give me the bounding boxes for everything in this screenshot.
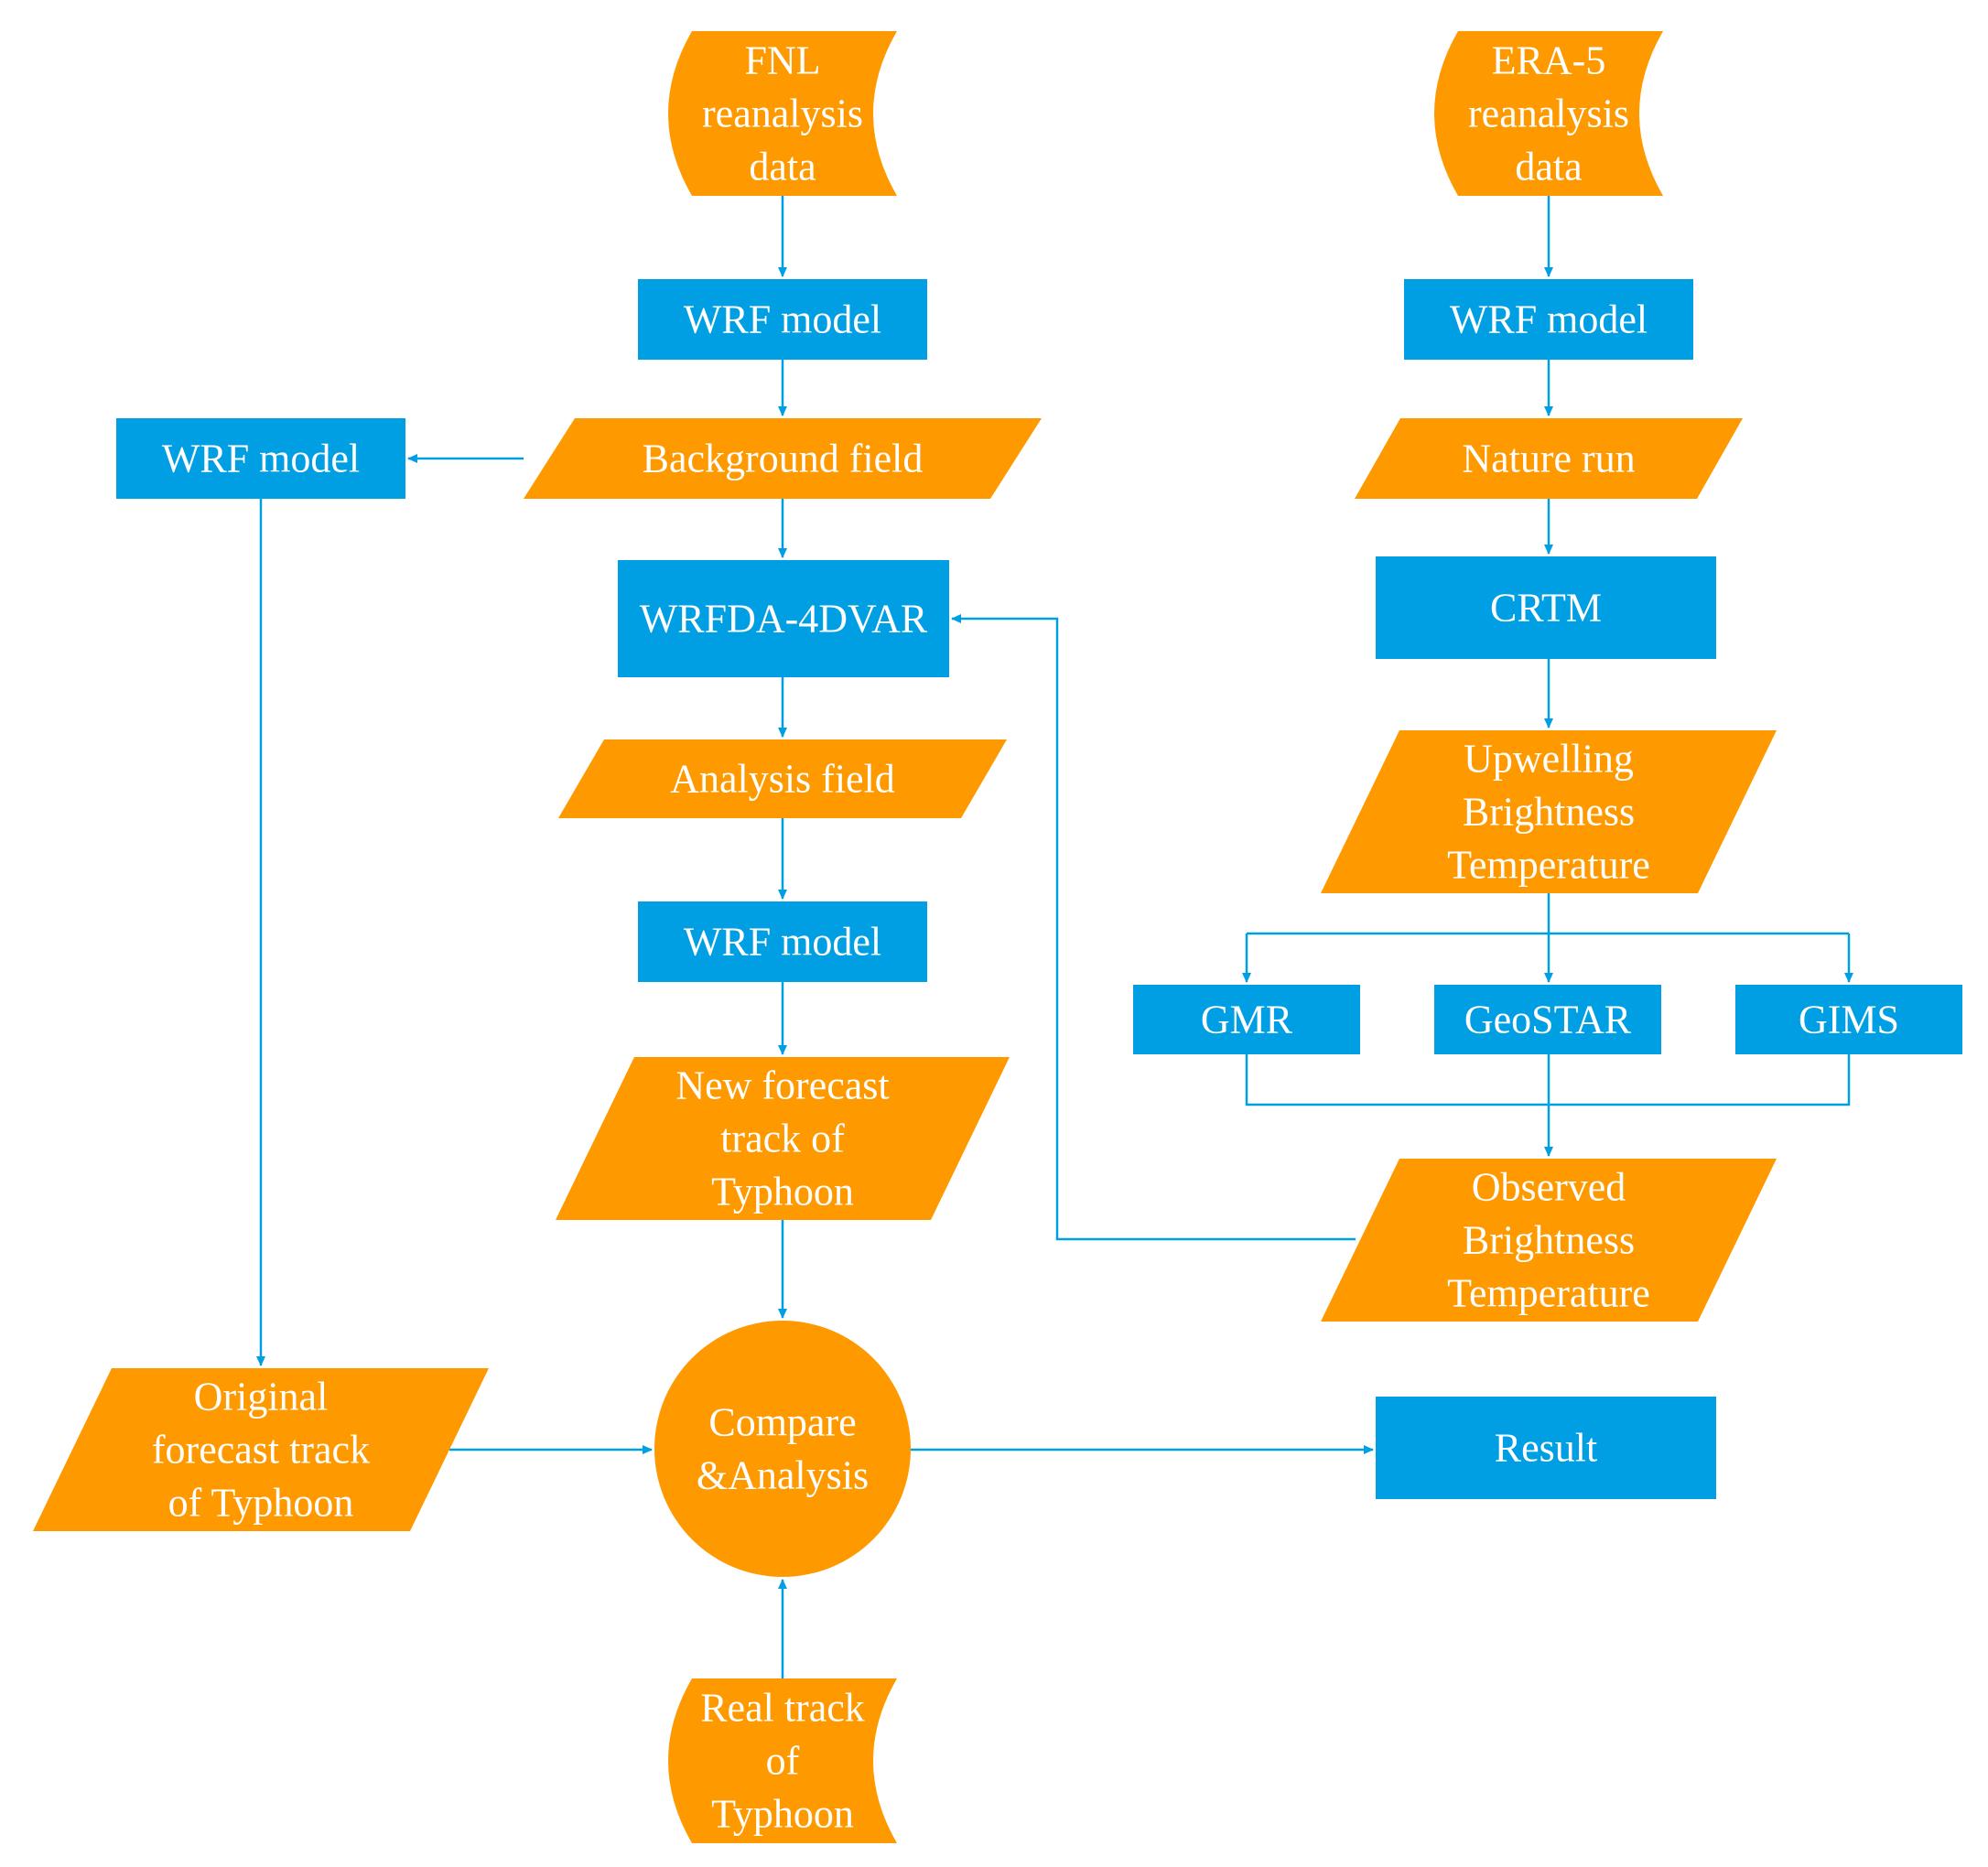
wrf-model-left-label: WRF model (162, 437, 360, 481)
wrf-model-1-node: WRF model (638, 279, 927, 360)
crtm-node: CRTM (1376, 556, 1716, 659)
fnl-data-label: reanalysis (702, 92, 863, 136)
new-forecast-track-shape (556, 1057, 1010, 1220)
gmr-shape (1133, 985, 1360, 1054)
geostar-shape (1434, 985, 1661, 1054)
compare-analysis-label: Compare (708, 1400, 856, 1445)
nature-run-node: Nature run (1355, 418, 1743, 499)
result-label: Result (1495, 1426, 1597, 1471)
background-field-label: Background field (643, 437, 924, 481)
compare-analysis-shape (654, 1321, 911, 1577)
real-track-label: Real track (700, 1686, 865, 1731)
wrf-model-3-label: WRF model (1450, 297, 1648, 342)
wrf-model-left-shape (116, 418, 405, 499)
wrfda-4dvar-label: WRFDA-4DVAR (640, 597, 928, 642)
fnl-data-node: FNL reanalysis data (668, 31, 897, 196)
geostar-label: GeoSTAR (1464, 998, 1632, 1042)
wrf-model-1-label: WRF model (684, 297, 881, 342)
original-forecast-track-label: of Typhoon (168, 1481, 354, 1526)
gims-label: GIMS (1799, 998, 1899, 1042)
result-shape (1376, 1397, 1716, 1499)
era5-data-label: data (1515, 145, 1582, 189)
crtm-label: CRTM (1490, 586, 1602, 631)
observed-bt-label: Brightness (1463, 1218, 1635, 1263)
original-forecast-track-label: Original (194, 1375, 329, 1419)
new-forecast-track-node: New forecast track of Typhoon (556, 1057, 1010, 1220)
wrf-model-3-node: WRF model (1404, 279, 1693, 360)
gmr-node: GMR (1133, 985, 1360, 1054)
result-node: Result (1376, 1397, 1716, 1499)
arrow-observed-to-4dvar (951, 614, 1356, 1241)
era5-data-shape (1434, 31, 1663, 196)
observed-bt-label: Observed (1472, 1165, 1626, 1210)
background-field-node: Background field (524, 418, 1042, 499)
compare-analysis-node: Compare&Analysis (654, 1321, 911, 1577)
gmr-label: GMR (1201, 998, 1293, 1042)
era5-data-label: ERA-5 (1492, 38, 1606, 83)
new-forecast-track-label: Typhoon (711, 1170, 854, 1214)
wrf-model-2-label: WRF model (684, 920, 881, 965)
analysis-field-label: Analysis field (670, 757, 895, 802)
fnl-data-shape (668, 31, 897, 196)
original-forecast-track-label: forecast track (152, 1428, 370, 1473)
era5-data-label: reanalysis (1468, 92, 1629, 136)
fnl-data-label: FNL (744, 38, 820, 83)
analysis-field-shape (558, 739, 1007, 818)
wrf-model-3-shape (1404, 279, 1693, 360)
wrf-model-2-node: WRF model (638, 901, 927, 982)
nature-run-shape (1355, 418, 1743, 499)
observed-bt-label: Temperature (1447, 1271, 1650, 1316)
wrf-model-2-shape (638, 901, 927, 982)
upwelling-bt-label: Brightness (1463, 790, 1635, 835)
compare-analysis-label: &Analysis (697, 1453, 869, 1498)
new-forecast-track-label: track of (720, 1117, 845, 1161)
era5-data-node: ERA-5 reanalysis data (1434, 31, 1663, 196)
original-forecast-track-shape (33, 1368, 489, 1531)
crtm-shape (1376, 556, 1716, 659)
wrfda-4dvar-shape (618, 560, 949, 677)
original-forecast-track-node: Original forecast track of Typhoon (33, 1368, 489, 1531)
real-track-label: of (766, 1739, 800, 1784)
background-field-shape (524, 418, 1042, 499)
real-track-label: Typhoon (711, 1792, 854, 1837)
wrf-model-left-node: WRF model (116, 418, 405, 499)
new-forecast-track-label: New forecast (675, 1063, 889, 1108)
observed-bt-shape (1321, 1159, 1777, 1322)
upwelling-bt-label: Temperature (1447, 843, 1650, 888)
nature-run-label: Nature run (1462, 437, 1635, 481)
connectors (256, 196, 1853, 1678)
upwelling-bt-label: Upwelling (1464, 737, 1634, 782)
geostar-node: GeoSTAR (1434, 985, 1661, 1054)
real-track-shape (668, 1678, 897, 1843)
wrf-model-1-shape (638, 279, 927, 360)
fnl-data-label: data (749, 145, 816, 189)
gims-shape (1735, 985, 1962, 1054)
gims-node: GIMS (1735, 985, 1962, 1054)
analysis-field-node: Analysis field (558, 739, 1007, 818)
upwelling-bt-shape (1321, 730, 1777, 893)
wrfda-4dvar-node: WRFDA-4DVAR (618, 560, 949, 677)
